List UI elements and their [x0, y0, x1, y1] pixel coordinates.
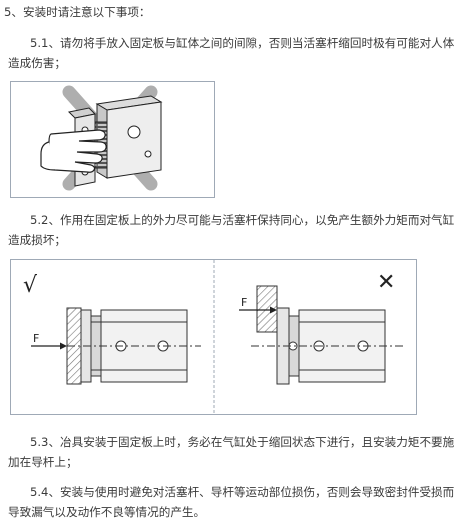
force-arrow-left [31, 342, 67, 350]
cylinder-block [95, 95, 163, 179]
correct-mark: √ [23, 273, 38, 298]
force-label-left: F [33, 332, 39, 345]
note-5-2: 5.2、作用在固定板上的外力尽可能与活塞杆保持同心，以免产生额外力矩而对气缸造成… [8, 213, 455, 247]
force-arrow-right [239, 306, 277, 314]
wrong-mark: ✕ [377, 270, 395, 295]
figure-force-alignment: √ F ✕ [10, 259, 417, 415]
note-5-4: 5.4、安装与使用时避免对活塞杆、导杆等运动部位损伤，否则会导致密封件受损而导致… [8, 485, 455, 519]
wrong-cylinder [251, 307, 403, 385]
correct-cylinder [51, 307, 201, 385]
note-5-3: 5.3、冶具安装于固定板上时，务必在气缸处于缩回状态下进行，且安装力矩不要施加在… [8, 435, 455, 469]
hand-icon [40, 129, 107, 173]
note-5-1: 5.1、请勿将手放入固定板与缸体之间的间隙，否则当活塞杆缩回时极有可能对人体造成… [8, 36, 455, 70]
force-label-right: F [241, 296, 247, 309]
section-heading: 5、安装时请注意以下事项： [4, 5, 151, 19]
hand-warning-illustration [40, 85, 163, 191]
figure-hand-warning [10, 81, 215, 198]
force-alignment-diagram: √ F ✕ [23, 260, 403, 414]
